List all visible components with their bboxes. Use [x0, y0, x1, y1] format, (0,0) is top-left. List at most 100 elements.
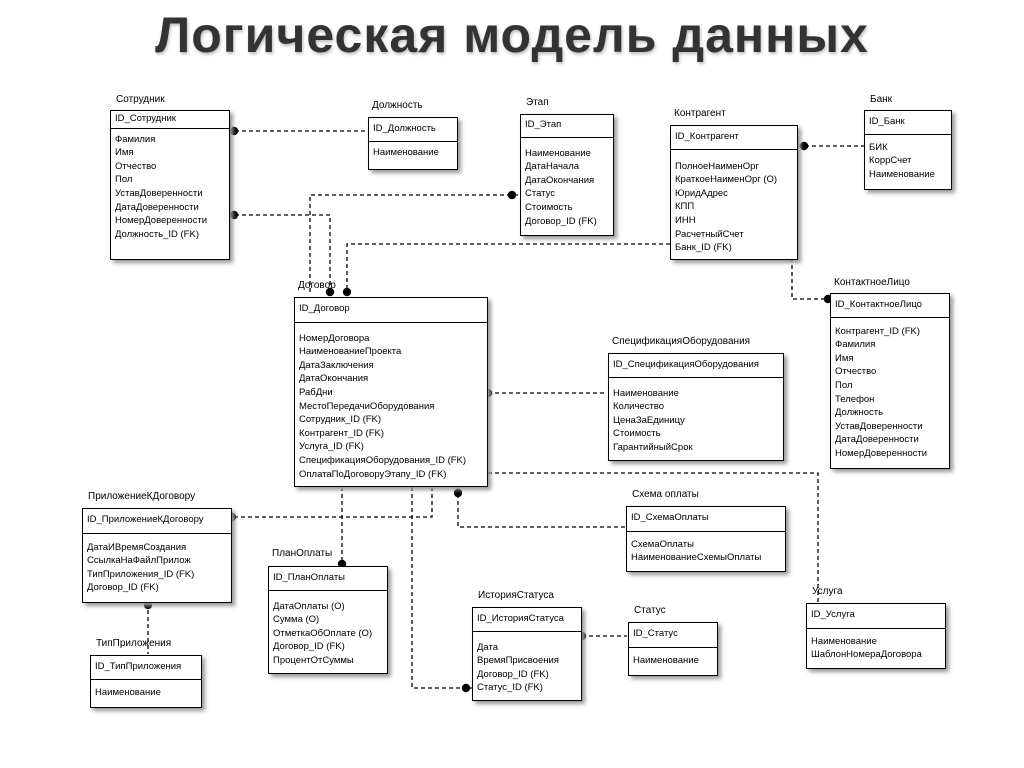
entity-label-status: Статус [634, 605, 666, 616]
entity-key: ID_Банк [865, 111, 951, 135]
entity-attribute: ОтметкаОбОплате (O) [273, 627, 373, 639]
entity-attributes: Фамилия Имя Отчество Пол УставДовереннос… [111, 129, 229, 245]
entity-sotrudnik[interactable]: ID_Сотрудник Фамилия Имя Отчество Пол Ус… [110, 110, 230, 260]
link-etap-dogovor [309, 194, 518, 295]
entity-key: ID_СпецификацияОборудования [609, 354, 783, 378]
entity-attribute: ДатаДоверенности [835, 434, 919, 446]
entity-attribute: Услуга_ID (FK) [299, 441, 364, 453]
entity-status[interactable]: ID_Статус Наименование [628, 622, 718, 676]
entity-usluga[interactable]: ID_Услуга Наименование ШаблонНомераДогов… [806, 603, 946, 669]
entity-attribute: УставДоверенности [115, 187, 203, 199]
entity-attribute: НомерДоговора [299, 332, 370, 344]
page-title: Логическая модель данных [155, 7, 869, 63]
entity-dolzhnost[interactable]: ID_Должность Наименование [368, 117, 458, 170]
link-sotrudnik-dogovor [228, 214, 331, 292]
entity-attribute: НаименованиеСхемыОплаты [631, 552, 762, 564]
entity-attributes: БИК КоррСчет Наименование [865, 135, 951, 185]
entity-key: ID_Договор [295, 298, 487, 323]
entity-bank[interactable]: ID_Банк БИК КоррСчет Наименование [864, 110, 952, 190]
entity-istoriya[interactable]: ID_ИсторияСтатуса Дата ВремяПрисвоения Д… [472, 607, 582, 701]
entity-key: ID_ТипПриложения [91, 656, 201, 680]
entity-attribute: Наименование [525, 147, 591, 159]
entity-attribute: Наименование [95, 686, 161, 698]
entity-attributes: Наименование [369, 142, 457, 163]
entity-tipprilozheniya[interactable]: ID_ТипПриложения Наименование [90, 655, 202, 708]
entity-label-istoriya: ИсторияСтатуса [478, 590, 554, 601]
entity-key: ID_Услуга [807, 604, 945, 629]
entity-attribute: ГарантийныйСрок [613, 441, 693, 453]
entity-label-dolzhnost: Должность [372, 100, 423, 111]
entity-attribute: Фамилия [115, 133, 156, 145]
entity-attribute: Стоимость [525, 201, 573, 213]
entity-label-planoplaty: ПланОплаты [272, 548, 333, 559]
entity-attribute: Договор_ID (FK) [525, 215, 597, 227]
entity-attributes: НомерДоговора НаименованиеПроекта ДатаЗа… [295, 323, 487, 485]
entity-label-usluga: Услуга [812, 586, 843, 597]
entity-label-prilozhenie: ПриложениеКДоговору [88, 491, 196, 502]
entity-key: ID_Этап [521, 115, 613, 138]
entity-key: ID_ПриложениеКДоговору [83, 509, 231, 534]
entity-attribute: Банк_ID (FK) [675, 242, 732, 254]
entity-attribute: ПолноеНаименОрг [675, 160, 759, 172]
entity-label-shema: Схема оплаты [632, 489, 699, 500]
entity-key: ID_КонтактноеЛицо [831, 294, 949, 318]
entity-attribute: КоррСчет [869, 155, 912, 167]
entity-attribute: ДатаОкончания [525, 174, 595, 186]
entity-attribute: Отчество [835, 366, 877, 378]
link-dogovor-shema [457, 487, 627, 528]
entity-attribute: Статус_ID (FK) [477, 682, 543, 694]
entity-attribute: Наименование [613, 387, 679, 399]
entity-attribute: КраткоеНаименОрг (O) [675, 174, 778, 186]
entity-attribute: ДатаИВремяСоздания [87, 541, 187, 553]
link-dogovor-usluga [488, 472, 819, 604]
entity-attribute: ДатаНачала [525, 161, 580, 173]
entity-kontragent[interactable]: ID_Контрагент ПолноеНаименОрг КраткоеНаи… [670, 125, 798, 260]
entity-label-tipprilozheniya: ТипПриложения [96, 638, 172, 649]
entity-attributes: Наименование [629, 648, 717, 671]
entity-attribute: Дата [477, 641, 499, 653]
entity-attribute: ВремяПрисвоения [477, 655, 559, 667]
entity-key: ID_Контрагент [671, 126, 797, 150]
entity-attribute: Стоимость [613, 428, 661, 440]
link-kontragent-dogovor [346, 243, 670, 292]
entity-attributes: Дата ВремяПрисвоения Договор_ID (FK) Ста… [473, 632, 581, 698]
entity-specifikaciya[interactable]: ID_СпецификацияОборудования Наименование… [608, 353, 784, 461]
entity-attributes: Наименование Количество ЦенаЗаЕдиницу Ст… [609, 378, 783, 458]
entity-attributes: Наименование ДатаНачала ДатаОкончания Ст… [521, 138, 613, 232]
entity-attribute: СсылкаНаФайлПрилож [87, 555, 191, 567]
entity-dogovor[interactable]: ID_Договор НомерДоговора НаименованиеПро… [294, 297, 488, 487]
entity-attribute: БИК [869, 141, 888, 153]
entity-attribute: Количество [613, 401, 665, 413]
entity-attribute: Сумма (O) [273, 614, 320, 626]
entity-etap[interactable]: ID_Этап Наименование ДатаНачала ДатаОкон… [520, 114, 614, 236]
entity-attribute: ЦенаЗаЕдиницу [613, 414, 685, 426]
entity-attribute: Сотрудник_ID (FK) [299, 414, 382, 426]
entity-attribute: Наименование [373, 146, 439, 158]
entity-key: ID_Сотрудник [111, 111, 229, 129]
entity-attribute: ДатаОкончания [299, 373, 369, 385]
entity-shema[interactable]: ID_СхемаОплаты СхемаОплаты НаименованиеС… [626, 506, 786, 572]
entity-attributes: ДатаОплаты (O) Сумма (O) ОтметкаОбОплате… [269, 591, 387, 671]
entity-attribute: ОплатаПоДоговоруЭтапу_ID (FK) [299, 468, 447, 480]
entity-key: ID_ИсторияСтатуса [473, 608, 581, 632]
entity-attribute: Отчество [115, 160, 157, 172]
entity-attribute: СхемаОплаты [631, 538, 694, 550]
entity-attribute: Контрагент_ID (FK) [299, 427, 385, 439]
entity-attribute: Должность [835, 407, 884, 419]
entity-attribute: СпецификацияОборудования_ID (FK) [299, 454, 467, 466]
entity-attribute: ДатаОплаты (O) [273, 600, 345, 612]
entity-key: ID_Статус [629, 623, 717, 648]
entity-attributes: ДатаИВремяСоздания СсылкаНаФайлПрилож Ти… [83, 534, 231, 598]
entity-prilozhenie[interactable]: ID_ПриложениеКДоговору ДатаИВремяСоздани… [82, 508, 232, 603]
entity-kontaktnoe[interactable]: ID_КонтактноеЛицо Контрагент_ID (FK) Фам… [830, 293, 950, 469]
entity-attribute: Статус [525, 188, 556, 200]
entity-attribute: ШаблонНомераДоговора [811, 649, 922, 661]
entity-label-specifikaciya: СпецификацияОборудования [612, 336, 751, 347]
entity-attribute: Наименование [633, 654, 699, 666]
entity-attribute: ЮридАдрес [675, 187, 728, 199]
entity-planoplaty[interactable]: ID_ПланОплаты ДатаОплаты (O) Сумма (O) О… [268, 566, 388, 674]
link-kontragent-kontaktnoe [791, 258, 828, 300]
entity-attribute: ДатаЗаключения [299, 359, 374, 371]
entity-attributes: Наименование ШаблонНомераДоговора [807, 629, 945, 665]
entity-label-sotrudnik: Сотрудник [116, 94, 165, 105]
